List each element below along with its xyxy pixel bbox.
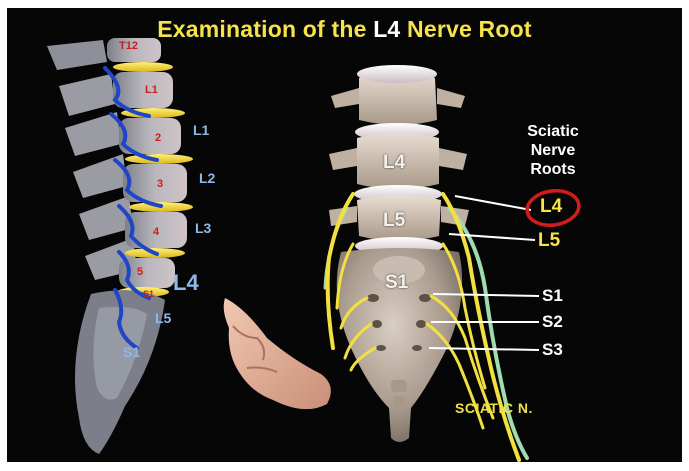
root-label-s1: S1 <box>542 286 563 306</box>
vertebra-label-l2: 2 <box>155 132 161 144</box>
nerve-label-l2: L2 <box>199 170 215 186</box>
illustration-frame: Examination of the L4 Nerve Root T12 L1 … <box>7 8 682 462</box>
vertebra-label-l5: 5 <box>137 266 143 278</box>
root-label-l4: L4 <box>540 196 562 218</box>
sciatic-roots-heading: Sciatic Nerve Roots <box>517 122 589 179</box>
vertebra-label-l4: 4 <box>153 226 159 238</box>
pointing-hand-icon <box>224 298 331 409</box>
posterior-vertebra-l5: L5 <box>383 210 405 232</box>
nerve-label-l1: L1 <box>193 122 209 138</box>
vertebra-label-s1: S1 <box>143 289 154 299</box>
root-label-l5: L5 <box>538 230 560 252</box>
root-label-s2: S2 <box>542 312 563 332</box>
spine-illustration <box>7 8 682 462</box>
nerve-label-l4: L4 <box>173 270 199 296</box>
posterior-vertebra-s1: S1 <box>385 272 408 294</box>
vertebra-label-l1: L1 <box>145 84 158 96</box>
lateral-spine <box>47 38 193 454</box>
vertebra-label-l3: 3 <box>157 178 163 190</box>
nerve-label-l3: L3 <box>195 220 211 236</box>
nerve-label-l5: L5 <box>155 310 171 326</box>
root-label-s3: S3 <box>542 340 563 360</box>
sciatic-nerve-label: SCIATIC N. <box>455 400 533 416</box>
nerve-label-s1: S1 <box>123 344 140 360</box>
page-title: Examination of the L4 Nerve Root <box>7 16 682 43</box>
vertebra-label-t12: T12 <box>119 40 138 52</box>
posterior-vertebra-l4: L4 <box>383 152 405 174</box>
